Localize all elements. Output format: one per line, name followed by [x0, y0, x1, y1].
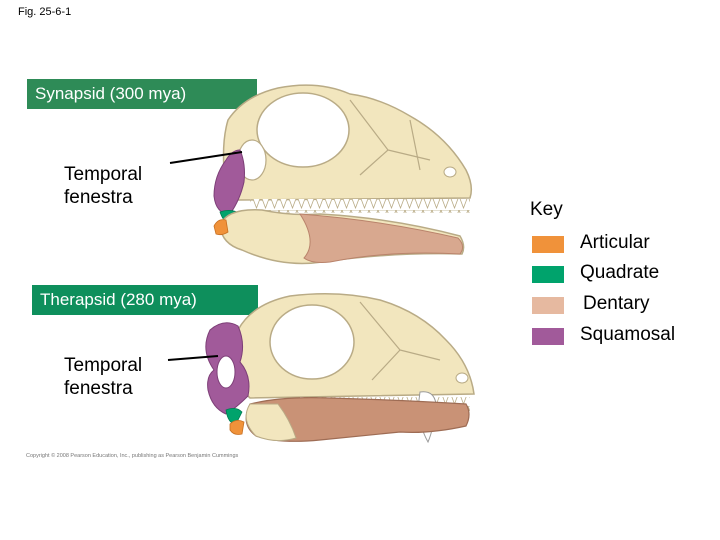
therapsid-tf-line2: fenestra: [64, 378, 133, 399]
key-label-squamosal: Squamosal: [580, 324, 676, 345]
key-label-quadrate: Quadrate: [580, 262, 660, 283]
key-label-dentary: Dentary: [583, 293, 650, 314]
synapsid-tf-line1: Temporal: [64, 164, 143, 185]
synapsid-dentary: [299, 213, 464, 263]
therapsid-quadrate: [225, 408, 243, 425]
therapsid-temporal-fenestra-label: Temporal fenestra: [64, 354, 142, 400]
key-label-articular: Articular: [580, 232, 650, 253]
synapsid-temporal-fenestra-label: Temporal fenestra: [64, 163, 142, 209]
therapsid-articular: [229, 420, 245, 435]
key-swatch-articular: [532, 236, 564, 253]
therapsid-title: Therapsid (280 mya): [32, 285, 258, 315]
synapsid-squamosal: [213, 149, 245, 215]
copyright-notice: Copyright © 2008 Pearson Education, Inc.…: [26, 453, 239, 459]
key-title: Key: [530, 199, 563, 220]
synapsid-articular: [213, 219, 229, 236]
figure-label: Fig. 25-6-1: [18, 6, 72, 18]
therapsid-fenestra-pointer: [167, 355, 219, 361]
synapsid-nostril: [443, 166, 457, 178]
therapsid-orbit: [269, 304, 355, 380]
synapsid-fenestra-pointer: [169, 151, 243, 164]
synapsid-title: Synapsid (300 mya): [27, 79, 257, 109]
key-swatch-squamosal: [532, 328, 564, 345]
therapsid-skull: [167, 293, 475, 444]
therapsid-tf-line1: Temporal: [64, 355, 143, 376]
synapsid-orbit: [256, 92, 350, 168]
therapsid-nostril: [455, 372, 469, 384]
key-swatch-quadrate: [532, 266, 564, 283]
synapsid-skull: [169, 84, 473, 265]
synapsid-tf-line2: fenestra: [64, 187, 133, 208]
key-swatch-dentary: [532, 297, 564, 314]
